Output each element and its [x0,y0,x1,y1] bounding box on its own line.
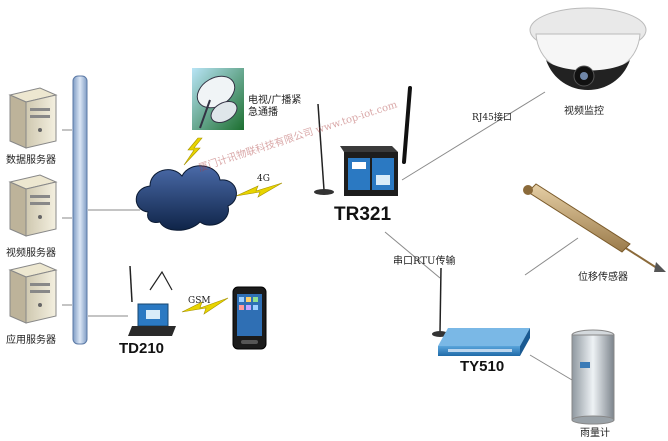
video-server-icon [8,174,58,237]
link-gsm-label: GSM [188,296,211,306]
camera-label: 视频监控 [564,106,604,117]
td210-router-icon [128,265,176,336]
rain-gauge-icon [571,329,615,425]
td210-label: TD210 [119,340,165,357]
tr321-label: TR321 [334,204,392,225]
rain-gauge-label: 雨量计 [580,428,610,439]
ty510-label: TY510 [460,358,505,375]
cloud-network-icon [135,165,237,231]
satellite-label: 电视/广播紧急通播 [248,95,302,118]
dome-camera-icon [529,7,647,90]
ty510-device-icon [432,267,530,356]
data-server-label: 数据服务器 [6,155,56,166]
tr321-router-icon [314,86,412,196]
displacement-sensor-icon [523,183,666,272]
displacement-sensor-label: 位移传感器 [578,272,628,283]
satellite-dish-icon [192,68,244,130]
smartphone-icon [232,286,267,350]
lightning-bolts [181,137,283,315]
link-serial-label: 串口RTU传输 [393,256,456,267]
connection-lines [62,91,579,381]
link-4g-label: 4G [257,174,270,184]
video-server-label: 视频服务器 [6,248,56,259]
app-server-icon [8,262,58,324]
network-bus [72,75,88,345]
link-rj45-label: RJ45接口 [472,113,512,123]
app-server-label: 应用服务器 [6,335,56,346]
data-server-icon [8,87,58,149]
